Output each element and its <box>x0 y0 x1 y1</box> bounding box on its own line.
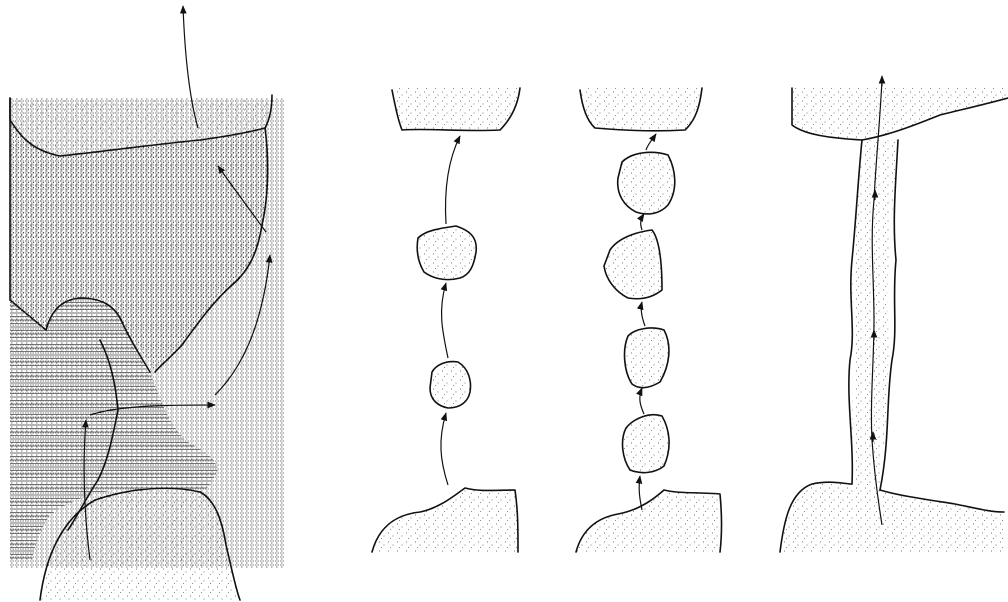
panel2-blob-1 <box>417 226 476 280</box>
panel3-blob-1 <box>618 152 675 214</box>
panel-four-blobs <box>576 88 722 552</box>
panel2-arrow-bottom <box>441 413 448 485</box>
panel3-arrow-1 <box>639 476 642 510</box>
panel3-arrow-3 <box>641 302 645 326</box>
panel2-blob-2 <box>430 362 471 408</box>
panel3-top-grain <box>580 88 702 131</box>
panel-contact-zone <box>10 6 285 600</box>
panel3-blob-2 <box>604 230 662 299</box>
panel2-arrow-middle <box>442 283 448 358</box>
panel-continuous-channel <box>780 76 1008 552</box>
panel3-blob-4 <box>623 415 670 473</box>
panel2-top-grain <box>392 88 520 131</box>
panel-two-blobs <box>372 88 520 552</box>
panel4-top-grain <box>792 88 1008 140</box>
panel2-arrow-top <box>446 136 460 224</box>
panel3-blob-3 <box>625 328 669 388</box>
panel3-arrow-2 <box>640 388 644 414</box>
panel3-arrow-5 <box>646 134 656 150</box>
panel3-arrow-4 <box>641 214 644 230</box>
